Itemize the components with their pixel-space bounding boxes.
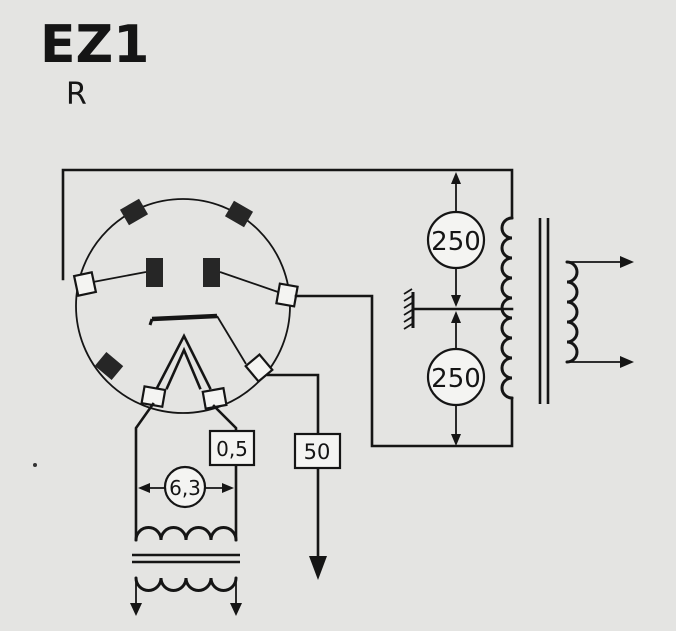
heater-filament-inner xyxy=(165,346,202,390)
voltage-value-bottom: 250 xyxy=(431,364,481,394)
wire-anode-left xyxy=(61,168,514,281)
voltage-value-top: 250 xyxy=(431,227,481,257)
heater-current-value: 0,5 xyxy=(216,437,248,461)
wire-cathode-output xyxy=(266,373,320,562)
paper-speck xyxy=(33,463,37,467)
heater-output-arrow-right xyxy=(230,603,242,616)
anode-right-lead xyxy=(219,271,279,293)
wire-heater-right xyxy=(212,404,238,542)
voltage-badge-top xyxy=(426,210,486,270)
pin-cathode xyxy=(244,353,274,383)
voltage-badge-bottom xyxy=(426,347,486,407)
cathode-bar-tip xyxy=(148,318,154,326)
tube-type-label: EZ1 xyxy=(40,15,149,75)
anode-left xyxy=(146,258,163,287)
secondary-arrow-bottom xyxy=(620,356,634,368)
wire-heater-left xyxy=(134,402,155,542)
pin-unused-top-right xyxy=(224,200,254,228)
wire-anode-right xyxy=(294,294,514,448)
pin-unused-top-left xyxy=(119,198,149,226)
measure-arrow-bottom-up xyxy=(451,311,461,323)
heater-voltage-badge xyxy=(163,465,207,509)
cathode-bar xyxy=(151,313,218,322)
heater-filament-outer xyxy=(155,333,212,390)
ground-hatch xyxy=(403,288,413,330)
cathode-output-arrow xyxy=(309,556,327,580)
cathode-lead xyxy=(216,315,247,365)
output-current-box xyxy=(293,432,342,470)
heater-current-box xyxy=(208,429,256,467)
transformer-secondary-coil xyxy=(565,260,579,364)
secondary-arrow-top xyxy=(620,256,634,268)
heater-measure-arrow-right xyxy=(222,483,234,493)
pin-anode-left xyxy=(72,271,98,297)
pin-unused-bottom-left xyxy=(94,352,124,380)
heater-output-arrow-left xyxy=(130,603,142,616)
transformer-primary-coil xyxy=(500,216,514,400)
anode-left-lead xyxy=(92,271,147,283)
heater-voltage-value: 6,3 xyxy=(169,476,201,500)
heater-transformer-secondary xyxy=(134,576,238,592)
anode-right xyxy=(203,258,220,287)
output-current-value: 50 xyxy=(304,440,331,464)
measure-arrow-top-down xyxy=(451,295,461,307)
heater-transformer-primary xyxy=(134,526,238,542)
heater-measure-arrow-left xyxy=(138,483,150,493)
tube-suffix-label: R xyxy=(66,77,87,112)
measure-arrow-top-up xyxy=(451,172,461,184)
measure-arrow-bottom-down xyxy=(451,434,461,446)
pin-anode-right xyxy=(275,282,299,308)
